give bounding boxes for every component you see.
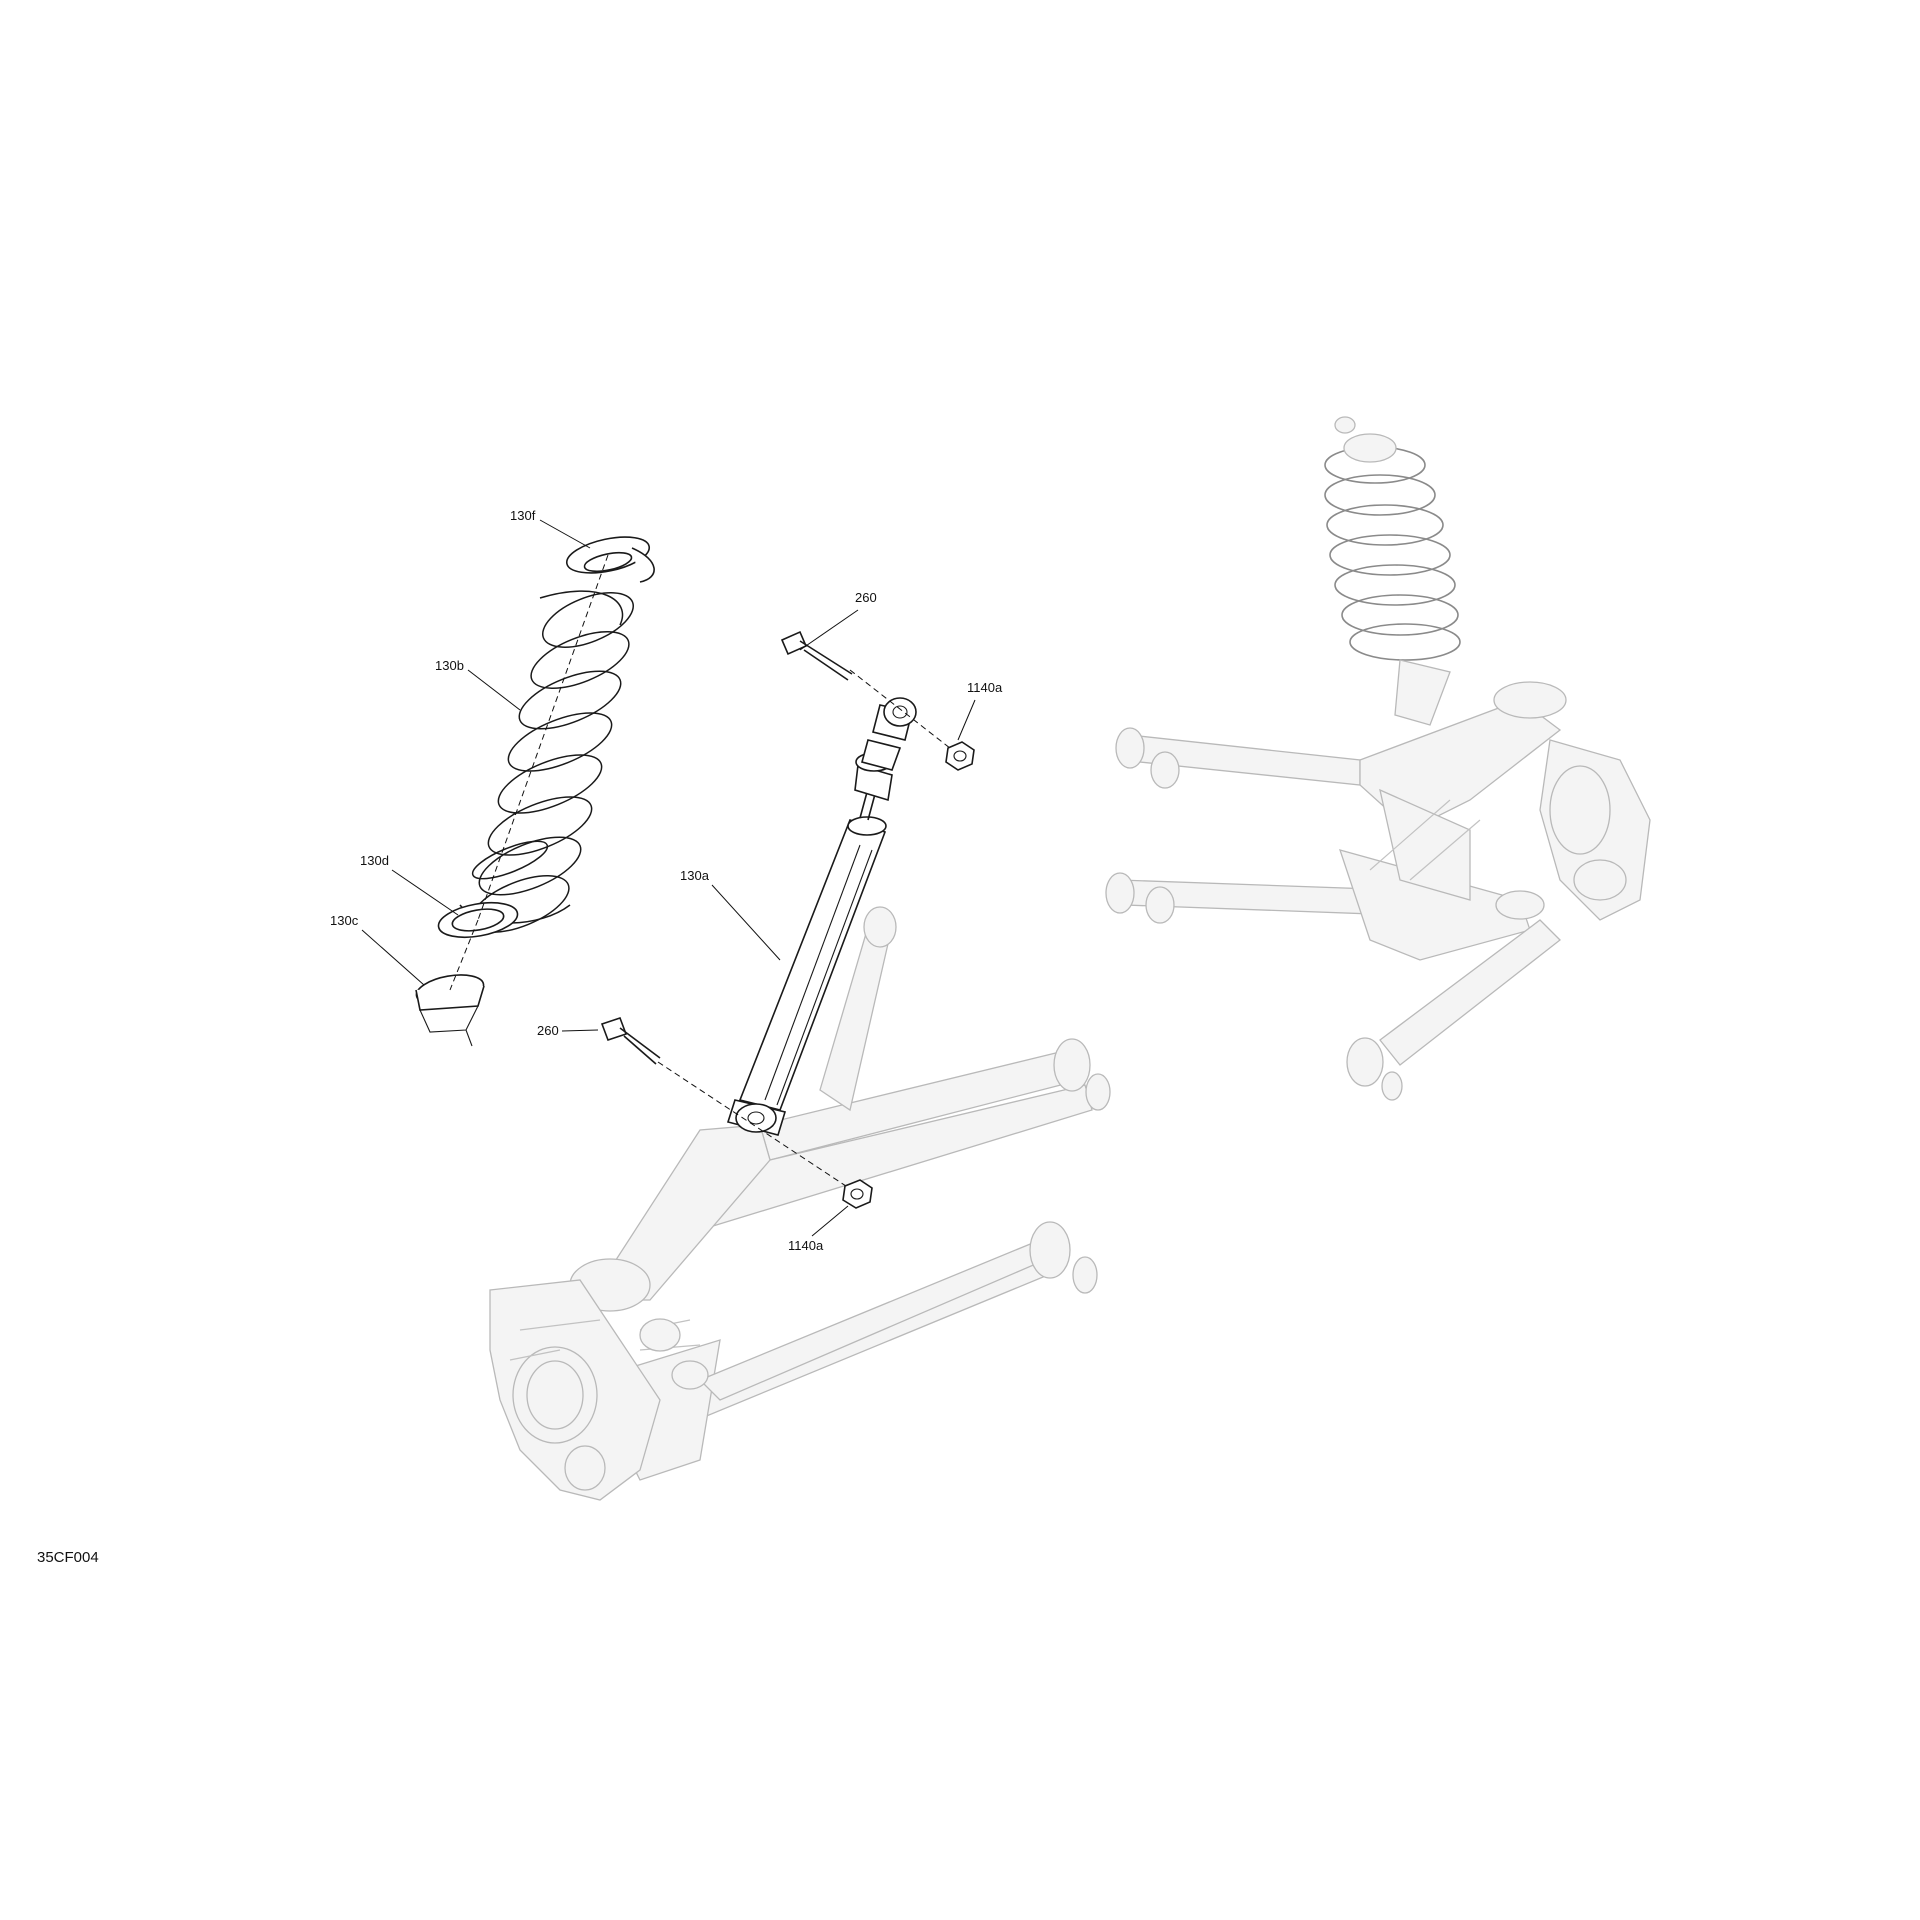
installed-suspension-ghost xyxy=(1105,416,1651,1101)
callout-260-top: 260 xyxy=(799,590,877,651)
callout-260-bottom: 260 xyxy=(537,1023,599,1038)
callout-130a: 130a xyxy=(680,868,781,961)
svg-text:130a: 130a xyxy=(680,868,710,883)
upper-bolt xyxy=(780,630,853,681)
upper-nut xyxy=(945,741,975,771)
upper-spring-seat xyxy=(565,536,655,583)
callout-130d: 130d xyxy=(360,853,459,916)
svg-text:1140a: 1140a xyxy=(967,680,1003,695)
lower-suspension-arms-ghost xyxy=(489,906,1111,1501)
svg-text:260: 260 xyxy=(855,590,877,605)
figure-id: 35CF004 xyxy=(37,1549,99,1566)
svg-text:130d: 130d xyxy=(360,853,389,868)
svg-text:130b: 130b xyxy=(435,658,464,673)
svg-text:1140a: 1140a xyxy=(788,1238,824,1253)
lower-bolt xyxy=(600,1016,661,1065)
svg-text:130f: 130f xyxy=(510,508,536,523)
svg-text:130c: 130c xyxy=(330,913,359,928)
callout-1140a-top: 1140a xyxy=(957,680,1003,741)
callout-130b: 130b xyxy=(435,658,521,711)
assembly-axis-lines xyxy=(449,554,956,1191)
callout-130f: 130f xyxy=(510,508,591,549)
svg-text:260: 260 xyxy=(537,1023,559,1038)
callout-1140a-bottom: 1140a xyxy=(788,1205,849,1253)
callout-130c: 130c xyxy=(330,913,425,986)
shock-absorber xyxy=(726,697,917,1136)
lower-spring-seat xyxy=(415,974,485,1047)
coil-spring xyxy=(459,590,635,933)
lower-nut xyxy=(842,1179,873,1209)
